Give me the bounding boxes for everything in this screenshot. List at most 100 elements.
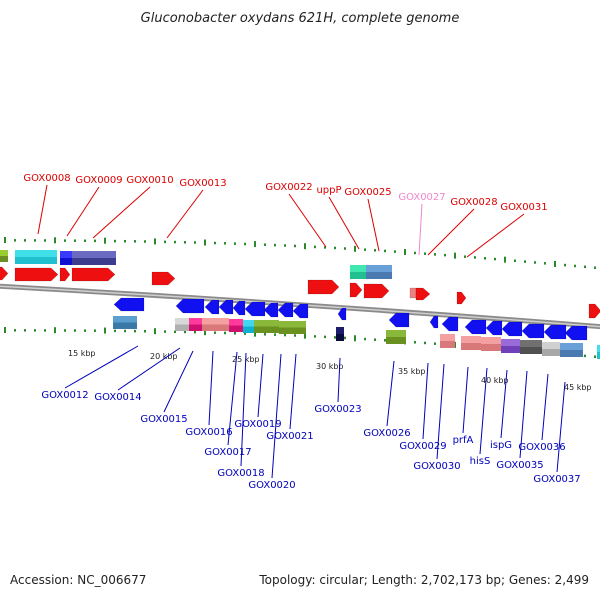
- scale-label: 30 kbp: [316, 362, 344, 371]
- tick-mark: [74, 239, 76, 242]
- gene-arrow: [59, 267, 71, 282]
- tick-mark: [294, 334, 296, 337]
- gene-label-gox0030: GOX0030: [413, 461, 460, 472]
- upper-leader-line: [92, 186, 151, 239]
- lower-leader-line: [117, 347, 181, 391]
- accession-text: Accession: NC_006677: [10, 573, 147, 587]
- tick-mark: [144, 330, 146, 333]
- lower-leader-line: [240, 352, 247, 467]
- tick-mark: [204, 329, 206, 336]
- gene-block-shade: [202, 324, 229, 331]
- tick-mark: [314, 335, 316, 338]
- tick-mark: [344, 247, 346, 250]
- lower-leader-line: [208, 350, 214, 426]
- gene-label-gox0014: GOX0014: [94, 392, 141, 403]
- lower-leader-line: [64, 345, 139, 389]
- tick-mark: [194, 241, 196, 244]
- gene-block-shade: [229, 325, 243, 332]
- scale-label: 15 kbp: [68, 349, 96, 358]
- tick-mark: [374, 338, 376, 341]
- tick-mark: [264, 243, 266, 246]
- tick-mark: [34, 239, 36, 242]
- gene-block: [279, 321, 306, 328]
- gene-arrow: [588, 303, 600, 319]
- gene-arrow: [277, 302, 294, 318]
- tick-mark: [104, 327, 106, 334]
- tick-mark: [544, 262, 546, 265]
- tick-mark: [374, 249, 376, 252]
- tick-mark: [174, 240, 176, 244]
- tick-mark: [94, 329, 96, 332]
- tick-mark: [474, 256, 476, 259]
- lower-leader-line: [257, 353, 264, 418]
- tick-mark: [244, 332, 246, 335]
- gene-block-shade: [542, 349, 560, 356]
- tick-mark: [584, 354, 586, 358]
- gene-block: [481, 337, 501, 344]
- gene-arrow: [0, 266, 9, 281]
- tick-mark: [384, 249, 386, 253]
- gene-label-gox0017: GOX0017: [204, 447, 251, 458]
- gene-block-shade: [175, 324, 189, 331]
- tick-mark: [144, 240, 146, 243]
- tick-mark: [174, 330, 176, 334]
- tick-mark: [264, 333, 266, 336]
- tick-mark: [284, 333, 286, 337]
- tick-mark: [314, 245, 316, 249]
- gene-block: [501, 339, 520, 346]
- tick-mark: [524, 260, 526, 263]
- gene-label-gox0021: GOX0021: [266, 431, 313, 442]
- gene-label-gox0026: GOX0026: [363, 428, 410, 439]
- gene-arrow: [307, 279, 340, 295]
- tick-mark: [84, 329, 86, 332]
- gene-block: [440, 334, 455, 341]
- gene-label-gox0008: GOX0008: [23, 173, 70, 184]
- gene-block: [597, 345, 600, 352]
- tick-mark: [74, 329, 76, 332]
- tick-mark: [194, 330, 196, 334]
- tick-mark: [234, 332, 236, 335]
- gene-block: [202, 318, 229, 325]
- upper-leader-line: [66, 186, 100, 237]
- gene-block-shade: [501, 346, 520, 353]
- gene-label-gox0037: GOX0037: [533, 474, 580, 485]
- gene-label-gox0018: GOX0018: [217, 468, 264, 479]
- gene-label-uppp: uppP: [316, 185, 341, 196]
- gene-block-shade: [279, 327, 306, 334]
- tick-mark: [424, 252, 426, 255]
- gene-block-shade: [113, 322, 137, 329]
- gene-block-shade: [15, 257, 57, 264]
- tick-mark: [534, 261, 536, 264]
- tick-mark: [184, 330, 186, 334]
- lower-leader-line: [227, 351, 238, 446]
- tick-mark: [94, 239, 96, 243]
- tick-mark: [564, 263, 566, 267]
- gene-arrow: [441, 316, 459, 332]
- tick-mark: [434, 253, 436, 256]
- map-title: Gluconobacter oxydans 621H, complete gen…: [141, 11, 460, 26]
- tick-mark: [594, 355, 596, 358]
- tick-mark: [164, 330, 166, 333]
- gene-arrow: [429, 315, 439, 329]
- gene-features: [0, 250, 600, 359]
- gene-block: [60, 251, 72, 258]
- tick-mark: [154, 238, 156, 245]
- gene-block: [350, 265, 366, 272]
- gene-arrow: [218, 299, 234, 315]
- tick-mark: [224, 242, 226, 245]
- tick-mark: [64, 239, 66, 242]
- tick-mark: [594, 266, 596, 269]
- tick-mark: [34, 329, 36, 332]
- tick-mark: [364, 248, 366, 251]
- gene-block: [243, 320, 254, 327]
- tick-mark: [394, 250, 396, 253]
- tick-mark: [354, 245, 356, 252]
- tick-mark: [484, 257, 486, 260]
- tick-mark: [554, 260, 556, 267]
- lower-leader-line: [519, 370, 528, 459]
- gene-arrow: [564, 325, 588, 341]
- tick-mark: [244, 242, 246, 246]
- tick-mark: [424, 341, 426, 345]
- gene-arrow: [244, 301, 266, 317]
- tick-mark: [114, 239, 116, 243]
